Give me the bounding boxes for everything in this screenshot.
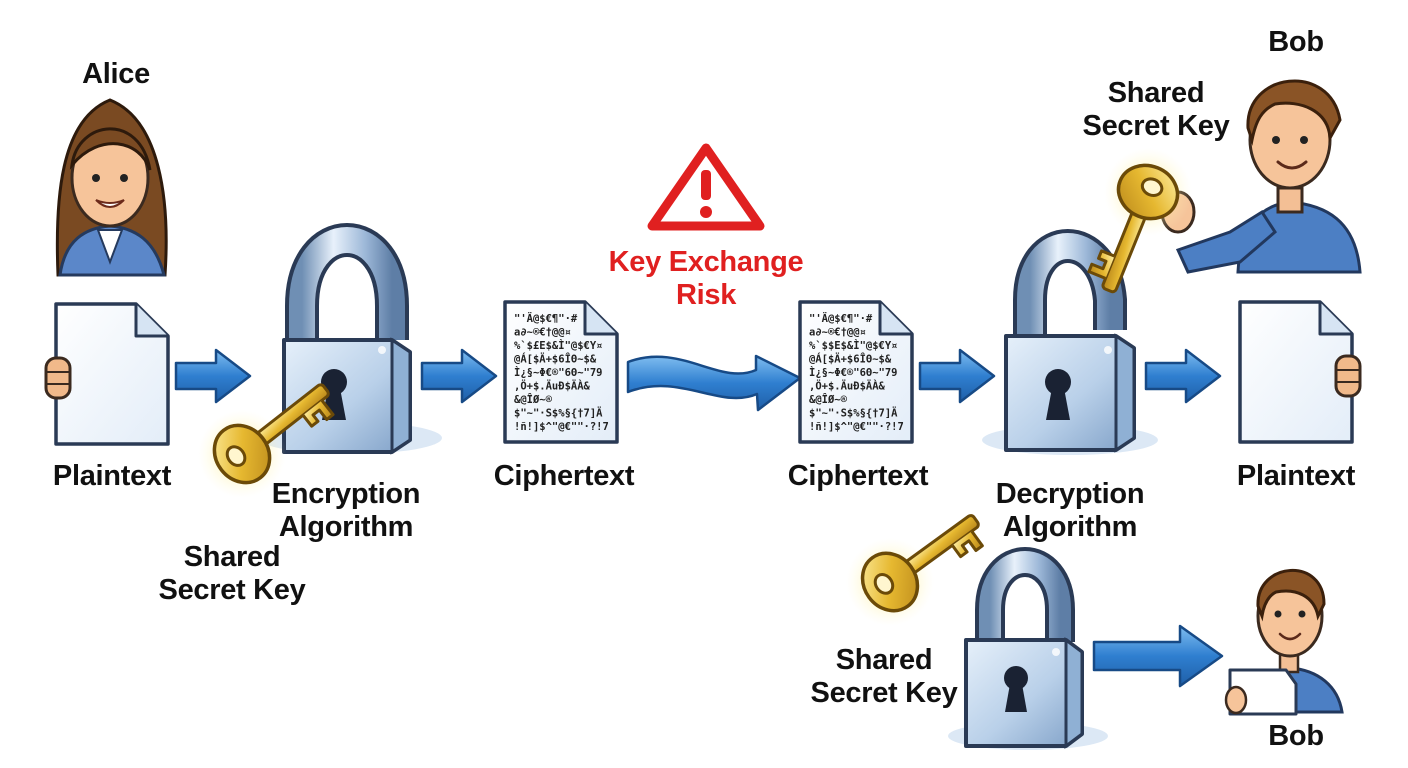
risk-line-2: Risk <box>675 279 737 311</box>
plaintext-label-left: Plaintext <box>52 460 172 492</box>
decryption-algorithm-label: Decryption Algorithm <box>995 478 1145 544</box>
ciphertext-line: a∂~®€†@@¤ <box>809 327 866 339</box>
key-exchange-risk-label: Key Exchange Risk <box>609 246 804 312</box>
key-left-line-2: Secret Key <box>158 574 306 606</box>
risk-line-1: Key Exchange <box>608 246 804 278</box>
plaintext-document-right <box>1238 300 1362 444</box>
ciphertext-line: a∂~®€†@@¤ <box>514 327 571 339</box>
ciphertext-line: !ñ!]$^"@€""·?!7 <box>809 421 904 433</box>
ciphertext-line: &@ÎØ~® <box>514 393 553 406</box>
ciphertext-line: &@ÎØ~® <box>809 393 848 406</box>
ciphertext-document-left: "'Ä@$€¶"·# a∂~®€†@@¤%`$£E$&Ì"@$€Y¤@Á[$Ä+$… <box>503 300 619 444</box>
ciphertext-line: "'Ä@$€¶"·# <box>514 311 578 325</box>
padlock-icon-bottom <box>948 547 1108 750</box>
bob-avatar-small <box>1224 568 1344 716</box>
key-top-line-1: Shared <box>1107 77 1205 109</box>
alice-avatar <box>55 98 168 277</box>
actor-label-bob-top: Bob <box>1268 26 1324 58</box>
warning-icon <box>647 143 765 231</box>
ciphertext-line: ,Ö+$.ÄuÐ$ÄÀ& <box>514 379 591 393</box>
ciphertext-line: $"~"·S$%§{†7]Ä <box>514 406 603 420</box>
decryption-line-2: Algorithm <box>1002 511 1138 543</box>
key-left-line-1: Shared <box>183 541 281 573</box>
plaintext-label-right: Plaintext <box>1236 460 1356 492</box>
padlock-icon-decryption <box>982 229 1158 455</box>
decryption-line-1: Decryption <box>995 478 1145 510</box>
arrow-icon <box>918 348 996 404</box>
arrow-icon <box>420 348 498 404</box>
key-bottom-line-1: Shared <box>835 644 933 676</box>
actor-label-alice: Alice <box>82 58 150 90</box>
arrow-icon <box>174 348 252 404</box>
ciphertext-line: @Á[$Ä+$6ÎΘ~$& <box>809 352 892 366</box>
shared-key-label-bottom: Shared Secret Key <box>811 644 958 710</box>
ciphertext-line: %`$$E$&Ì"@$€Y¤ <box>809 339 898 352</box>
ciphertext-line: %`$£E$&Ì"@$€Y¤ <box>514 339 603 352</box>
arrow-icon <box>1144 348 1222 404</box>
shared-key-label-top: Shared Secret Key <box>1083 77 1230 143</box>
ciphertext-line: Ì¿§~Φ€®"6Θ~"79 <box>514 366 603 379</box>
encryption-line-1: Encryption <box>271 478 421 510</box>
shared-key-label-left: Shared Secret Key <box>159 541 306 607</box>
ciphertext-label-left: Ciphertext <box>493 460 635 492</box>
ciphertext-line: ,Ö+$.ÄuÐ$ÄÀ& <box>809 379 886 393</box>
ciphertext-document-right: "'Ä@$€¶"·# a∂~®€†@@¤%`$$E$&Ì"@$€Y¤@Á[$Ä+$… <box>798 300 914 444</box>
key-bottom-line-2: Secret Key <box>810 677 958 709</box>
transmission-arrow-icon <box>626 354 802 412</box>
ciphertext-line: @Á[$Ä+$6ÎΘ~$& <box>514 352 597 366</box>
ciphertext-line: Ì¿§~Φ€®"6Θ~"79 <box>809 366 898 379</box>
ciphertext-label-right: Ciphertext <box>787 460 929 492</box>
actor-label-bob-bottom: Bob <box>1268 720 1324 752</box>
ciphertext-line: "'Ä@$€¶"·# <box>809 311 873 325</box>
arrow-icon <box>1092 624 1224 688</box>
encryption-algorithm-label: Encryption Algorithm <box>271 478 421 544</box>
padlock-icon-encryption <box>258 223 442 455</box>
plaintext-document-left <box>44 302 170 446</box>
ciphertext-line: !ñ!]$^"@€""·?!7 <box>514 421 609 433</box>
ciphertext-line: $"~"·S$%§{†7]Ä <box>809 406 898 420</box>
key-top-line-2: Secret Key <box>1082 110 1230 142</box>
encryption-line-2: Algorithm <box>278 511 414 543</box>
